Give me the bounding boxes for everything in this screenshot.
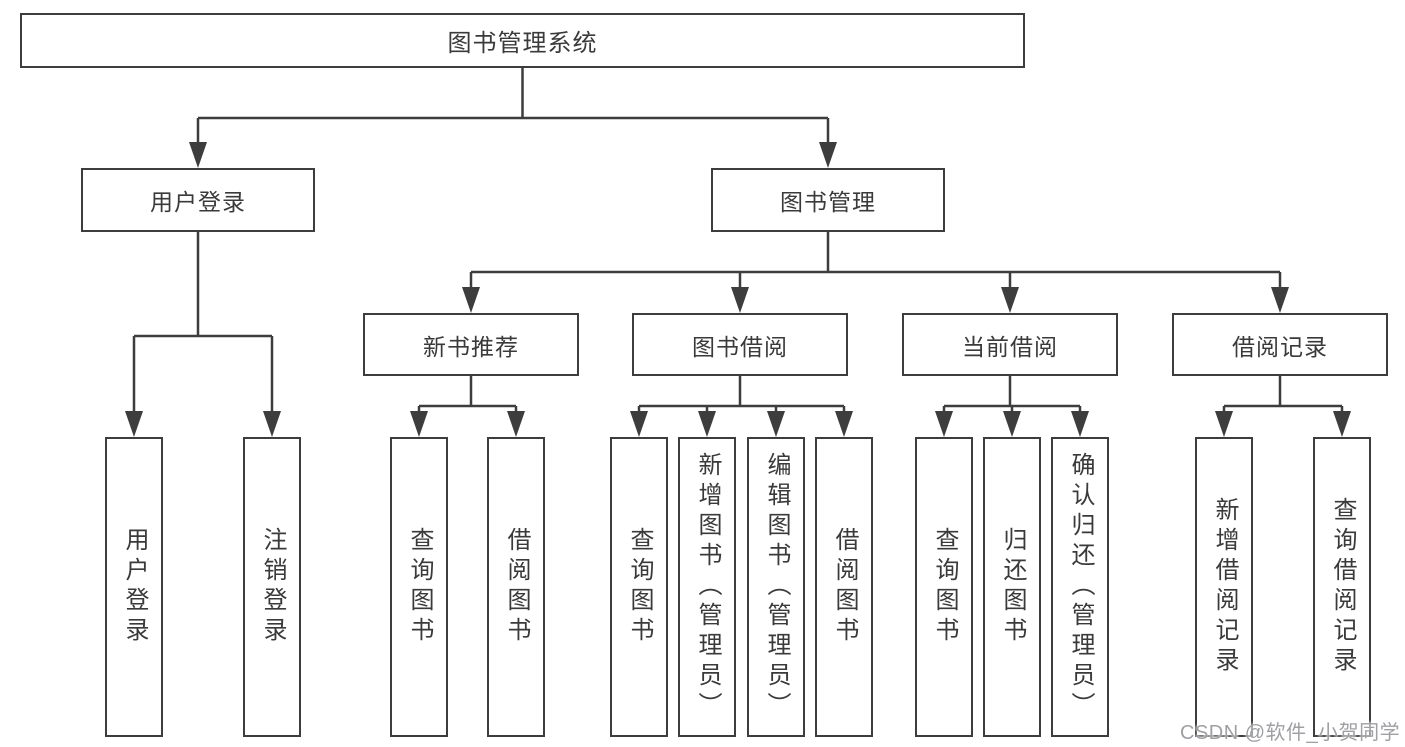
node-book-management: 图书管理 bbox=[711, 168, 945, 232]
node-current-borrowing: 当前借阅 bbox=[902, 313, 1118, 376]
node-new-book-recommendation: 新书推荐 bbox=[363, 313, 579, 376]
arrowheads bbox=[125, 142, 1351, 437]
node-book-borrowing: 图书借阅 bbox=[632, 313, 848, 376]
leaf-search-books-current: 查询图书 bbox=[915, 437, 973, 737]
csdn-watermark: CSDN @软件_小贺同学 bbox=[1180, 722, 1401, 744]
node-user-login: 用户登录 bbox=[81, 168, 315, 232]
leaf-return-books: 归还图书 bbox=[983, 437, 1041, 737]
leaf-add-borrow-record: 新增借阅记录 bbox=[1195, 437, 1253, 737]
leaf-search-books-borrowing: 查询图书 bbox=[610, 437, 668, 737]
leaf-logout: 注销登录 bbox=[243, 437, 301, 737]
leaf-borrow-books-recommend: 借阅图书 bbox=[487, 437, 545, 737]
leaf-add-books-admin: 新增图书（管理员） bbox=[678, 437, 736, 737]
leaf-confirm-return-admin: 确认归还（管理员） bbox=[1051, 437, 1109, 737]
leaf-user-login: 用户登录 bbox=[105, 437, 163, 737]
leaf-search-books-recommend: 查询图书 bbox=[390, 437, 448, 737]
node-borrowing-records: 借阅记录 bbox=[1172, 313, 1388, 376]
leaf-search-borrow-record: 查询借阅记录 bbox=[1313, 437, 1371, 737]
node-library-management-system: 图书管理系统 bbox=[20, 13, 1025, 68]
leaf-borrow-books-borrowing: 借阅图书 bbox=[815, 437, 873, 737]
leaf-edit-books-admin: 编辑图书（管理员） bbox=[747, 437, 805, 737]
